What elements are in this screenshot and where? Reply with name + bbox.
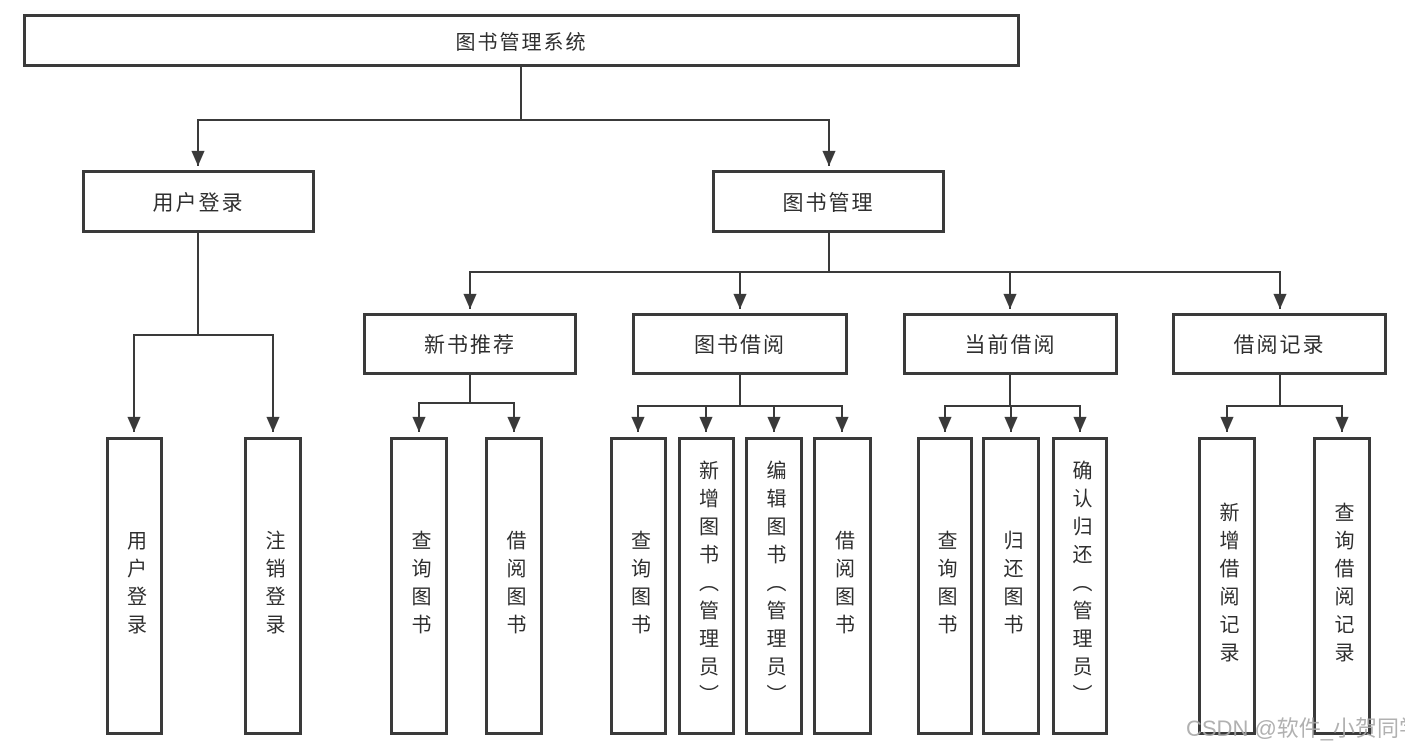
- node-label: 借阅图书: [831, 530, 854, 642]
- node-label: 用户登录: [152, 191, 245, 215]
- leaf-add-books-admin: 新增图书（管理员）: [678, 437, 735, 735]
- node-label: 借阅图书: [503, 530, 525, 642]
- node-label: 新增图书（管理员）: [695, 460, 718, 712]
- leaf-add-borrow-record: 新增借阅记录: [1198, 437, 1256, 735]
- leaf-return-books: 归还图书: [982, 437, 1040, 735]
- leaf-logout: 注销登录: [244, 437, 302, 735]
- node-label: 归还图书: [1000, 530, 1022, 642]
- leaf-query-books: 查询图书: [390, 437, 448, 735]
- node-label: 新书推荐: [424, 334, 516, 357]
- node-label: 查询图书: [408, 530, 430, 642]
- csdn-watermark: CSDN @软件_小贺同学: [1186, 716, 1405, 741]
- node-root-library-management-system: 图书管理系统: [23, 14, 1020, 67]
- node-label: 查询图书: [934, 530, 956, 642]
- node-label: 借阅记录: [1233, 334, 1326, 357]
- node-borrow-records: 借阅记录: [1172, 313, 1387, 375]
- leaf-user-login: 用户登录: [106, 437, 163, 735]
- node-label: 图书管理: [782, 191, 875, 215]
- node-label: 图书借阅: [694, 334, 786, 357]
- leaf-borrow-books: 借阅图书: [485, 437, 543, 735]
- node-label: 当前借阅: [964, 334, 1057, 357]
- leaf-query-borrow-record: 查询借阅记录: [1313, 437, 1371, 735]
- node-label: 查询借阅记录: [1331, 502, 1353, 670]
- node-book-management: 图书管理: [712, 170, 945, 233]
- node-current-borrow: 当前借阅: [903, 313, 1118, 375]
- leaf-borrow-books: 借阅图书: [813, 437, 872, 735]
- node-label: 确认归还（管理员）: [1069, 460, 1091, 712]
- leaf-confirm-return-admin: 确认归还（管理员）: [1052, 437, 1108, 735]
- leaf-query-books: 查询图书: [917, 437, 973, 735]
- node-new-book-recommend: 新书推荐: [363, 313, 577, 375]
- node-label: 编辑图书（管理员）: [763, 460, 785, 712]
- node-label: 图书管理系统: [455, 32, 588, 54]
- node-user-login: 用户登录: [82, 170, 315, 233]
- node-label: 查询图书: [627, 530, 650, 642]
- node-label: 用户登录: [123, 530, 146, 642]
- node-label: 注销登录: [262, 530, 284, 642]
- leaf-query-books: 查询图书: [610, 437, 667, 735]
- leaf-edit-books-admin: 编辑图书（管理员）: [745, 437, 803, 735]
- node-label: 新增借阅记录: [1216, 502, 1238, 670]
- node-book-borrow: 图书借阅: [632, 313, 848, 375]
